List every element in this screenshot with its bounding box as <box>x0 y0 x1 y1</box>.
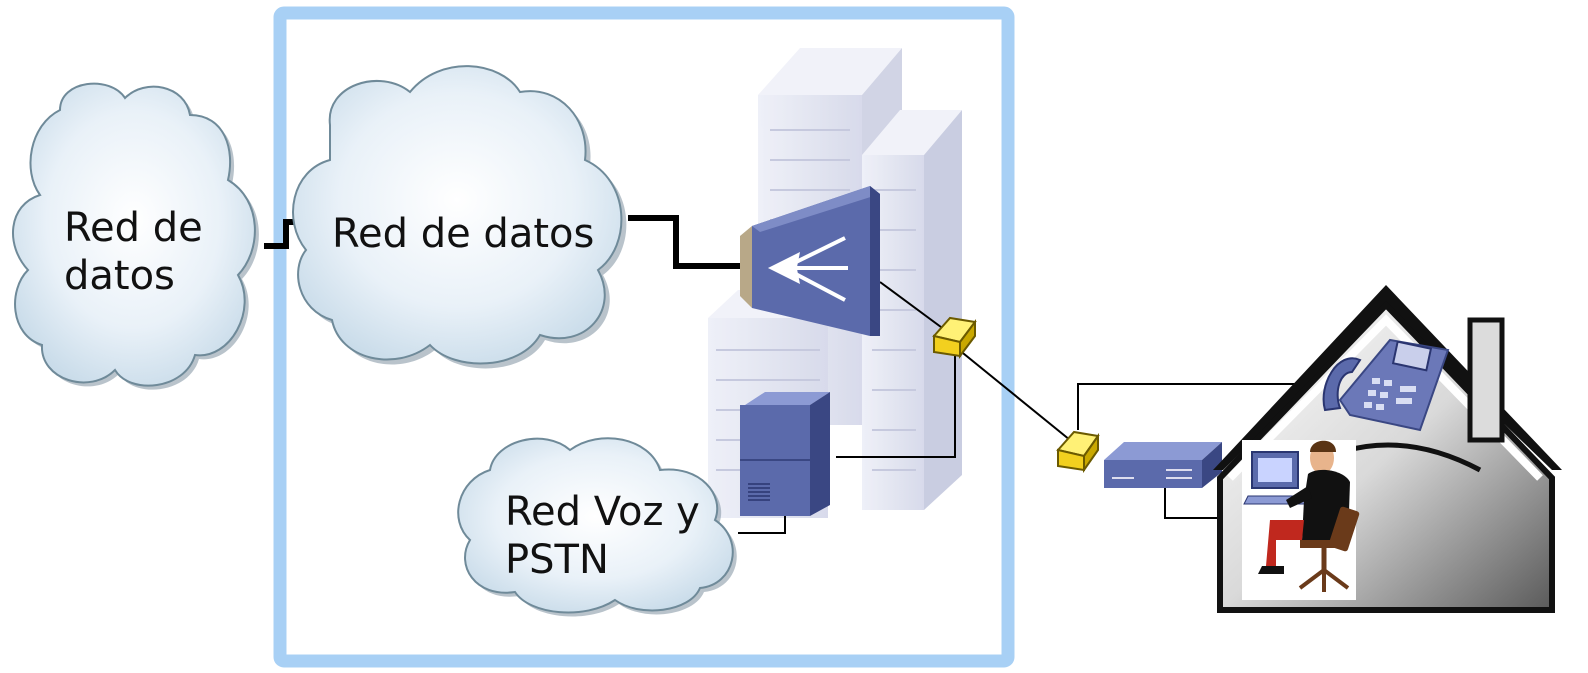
ip-phone-icon <box>1322 338 1450 432</box>
cloud-label-voice-pstn: Red Voz y PSTN <box>505 489 700 583</box>
modem-icon <box>1104 442 1222 488</box>
cloud-label-external-data: Red de datos <box>64 205 203 299</box>
network-adapter-icon <box>1056 430 1100 474</box>
home-user-icon <box>1243 440 1360 592</box>
cloud-external <box>12 82 259 390</box>
cloud-internal <box>292 65 627 369</box>
network-adapter-icon <box>932 316 977 359</box>
switch-to-adapter-cable <box>879 281 946 331</box>
adapter-to-server-cable <box>836 352 956 458</box>
uplink-cable <box>628 215 742 269</box>
cloud-label-internal-data: Red de datos <box>332 211 595 257</box>
layer3-switch-icon <box>740 186 880 336</box>
phone-cable <box>1077 383 1320 430</box>
pbx-server-icon <box>740 392 830 516</box>
home-icon <box>1213 285 1562 613</box>
cloud-pstn <box>457 437 737 617</box>
server-to-pstn-cable <box>738 516 786 534</box>
enterprise-boundary <box>273 6 1015 668</box>
access-line <box>952 344 1071 441</box>
